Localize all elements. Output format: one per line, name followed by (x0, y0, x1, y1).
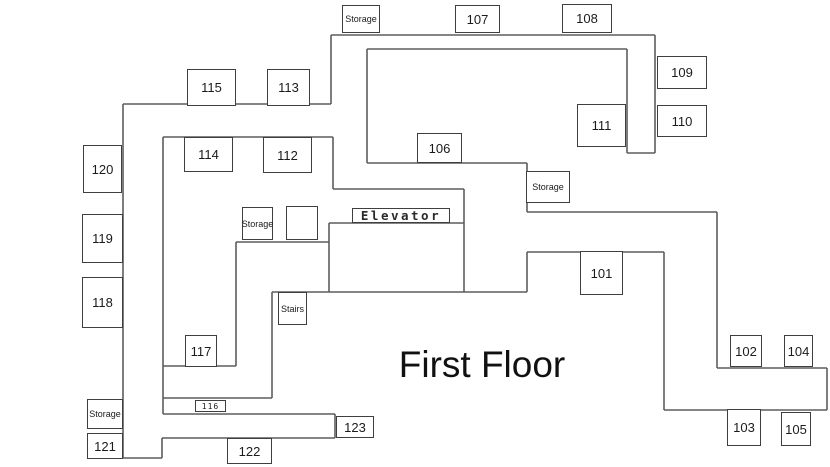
room-102: 102 (730, 335, 762, 367)
room-119: 119 (82, 214, 123, 263)
storage-bottom-box: Storage (87, 399, 123, 429)
room-109: 109 (657, 56, 707, 89)
room-122: 122 (227, 438, 272, 464)
room-118: 118 (82, 277, 123, 328)
floor-title: First Floor (398, 344, 566, 385)
room-121: 121 (87, 433, 123, 459)
room-115: 115 (187, 69, 236, 106)
room-117: 117 (185, 335, 217, 367)
storage-mid-box: Storage (242, 207, 273, 240)
storage-right-box: Storage (526, 171, 570, 203)
room-114: 114 (184, 137, 233, 172)
room-113: 113 (267, 69, 310, 106)
room-107: 107 (455, 5, 500, 33)
room-112: 112 (263, 137, 312, 173)
room-116: 116 (195, 400, 226, 412)
elevator-label: Elevator (352, 208, 450, 223)
room-123: 123 (336, 416, 374, 438)
stairs-box: Stairs (278, 292, 307, 325)
room-103: 103 (727, 409, 761, 446)
room-101: 101 (580, 251, 623, 295)
room-110: 110 (657, 105, 707, 137)
room-106: 106 (417, 133, 462, 163)
room-111: 111 (577, 104, 626, 147)
utility-box (286, 206, 318, 240)
room-104: 104 (784, 335, 813, 367)
storage-top-box: Storage (342, 5, 380, 33)
room-120: 120 (83, 145, 122, 193)
room-108: 108 (562, 4, 612, 33)
room-105: 105 (781, 412, 811, 446)
